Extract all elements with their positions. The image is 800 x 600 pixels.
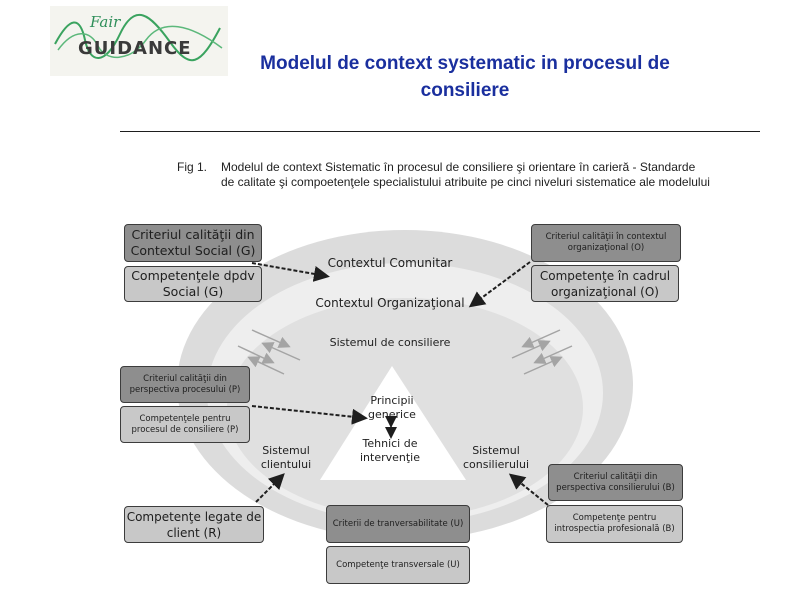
fair-guidance-logo: Fair GUIDANCE bbox=[50, 6, 228, 76]
logo-wave-icon bbox=[54, 13, 223, 62]
left-gray-arrows bbox=[237, 329, 301, 375]
counselor-system-label: Sistemul consilierului bbox=[463, 444, 529, 471]
intervention-techniques-label: Tehnici de intervenţie bbox=[359, 437, 421, 464]
social-quality-criteria-box: Criteriul calităţii din Contextul Social… bbox=[124, 224, 262, 262]
organizational-quality-criteria-box: Criteriul calităţii în contextul organiz… bbox=[531, 224, 681, 262]
community-context-label: Contextul Comunitar bbox=[327, 256, 453, 270]
logo-guidance-text: GUIDANCE bbox=[78, 38, 192, 59]
client-competence-box: Competenţe legate de client (R) bbox=[124, 506, 264, 543]
counseling-system-label: Sistemul de consiliere bbox=[329, 336, 451, 349]
process-quality-criteria-box: Criteriul calităţii din perspectiva proc… bbox=[120, 366, 250, 403]
counselor-quality-criteria-box: Criteriul calităţii din perspectiva cons… bbox=[548, 464, 683, 501]
connector-arrows bbox=[251, 261, 549, 506]
transversality-criteria-box: Criterii de tranversabilitate (U) bbox=[326, 505, 470, 543]
figure-caption: Modelul de context Sistematic în procesu… bbox=[221, 160, 710, 189]
process-competence-box: Competenţele pentru procesul de consilie… bbox=[120, 406, 250, 443]
organizational-context-label: Contextul Organizaţional bbox=[315, 296, 465, 310]
client-system-label: Sistemul clientului bbox=[260, 444, 312, 471]
social-competence-box: Competenţele dpdv Social (G) bbox=[124, 266, 262, 302]
organizational-competence-box: Competenţe în cadrul organizaţional (O) bbox=[531, 265, 679, 302]
right-gray-arrows bbox=[511, 329, 573, 375]
logo-fair-text: Fair bbox=[90, 13, 121, 31]
logo-background bbox=[50, 6, 228, 76]
title-divider bbox=[120, 131, 760, 132]
page-title: Modelul de context systematic in procesu… bbox=[260, 53, 670, 101]
figure-number: Fig 1. bbox=[177, 160, 208, 174]
generic-principles-label: Principii generice bbox=[368, 394, 416, 421]
counselor-competence-box: Competenţe pentru introspectia profesion… bbox=[546, 505, 683, 543]
transversal-competence-box: Competenţe transversale (U) bbox=[326, 546, 470, 584]
